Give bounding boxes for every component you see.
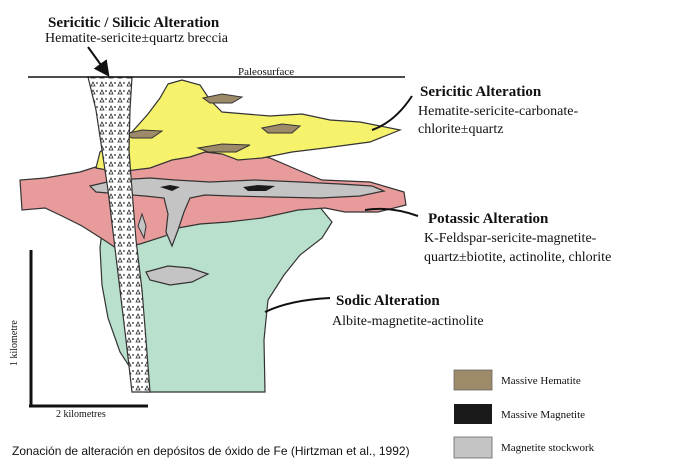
sericitic-leader	[371, 95, 413, 131]
sericitic-silicic-desc: Hematite-sericite±quartz breccia	[45, 31, 229, 46]
sodic-leader	[264, 297, 331, 313]
breccia-pipe	[87, 76, 151, 393]
massive-hematite-lens	[196, 143, 251, 153]
potassic-leader	[364, 207, 419, 217]
paleosurface-label: Paleosurface	[238, 66, 294, 78]
potassic-title: Potassic Alteration	[428, 211, 549, 227]
sericitic-title: Sericitic Alteration	[420, 84, 542, 100]
sodic-title: Sodic Alteration	[336, 293, 440, 309]
legend-label-massive-hematite: Massive Hematite	[501, 375, 581, 387]
legend-swatch-massive-hematite	[453, 369, 493, 391]
potassic-desc-2: quartz±biotite, actinolite, chlorite	[424, 250, 611, 265]
vertical-scale-label: 1 kilometre	[9, 320, 20, 366]
legend-swatch-massive-magnetite	[454, 404, 492, 424]
legend-swatch-magnetite-stockwork	[453, 436, 493, 459]
legend-label-massive-magnetite: Massive Magnetite	[501, 409, 585, 421]
magnetite-stockwork-tail	[137, 212, 147, 240]
horizontal-scale-label: 2 kilometres	[56, 409, 106, 420]
breccia-arrow	[87, 46, 110, 77]
legend-label-magnetite-stockwork: Magnetite stockwork	[501, 442, 595, 454]
massive-hematite-lens	[260, 123, 302, 134]
sericitic-desc-2: chlorite±quartz	[418, 122, 503, 137]
sericitic-zone	[95, 79, 403, 173]
figure-caption: Zonación de alteración en depósitos de ó…	[12, 444, 410, 458]
magnetite-stockwork-lens	[145, 265, 210, 286]
magnetite-stockwork-main	[88, 177, 387, 248]
sodic-zone	[99, 204, 333, 393]
massive-magnetite-lens	[243, 185, 275, 191]
massive-magnetite-lens	[160, 185, 180, 191]
massive-hematite-lens	[201, 93, 244, 104]
legend: Massive Hematite Massive Magnetite Magne…	[453, 369, 595, 459]
sodic-desc: Albite-magnetite-actinolite	[332, 314, 484, 329]
sericitic-silicic-title: Sericitic / Silicic Alteration	[48, 15, 220, 31]
potassic-desc-1: K-Feldspar-sericite-magnetite-	[424, 231, 597, 246]
massive-hematite-lens	[123, 129, 164, 139]
sericitic-desc-1: Hematite-sericite-carbonate-	[418, 104, 578, 119]
